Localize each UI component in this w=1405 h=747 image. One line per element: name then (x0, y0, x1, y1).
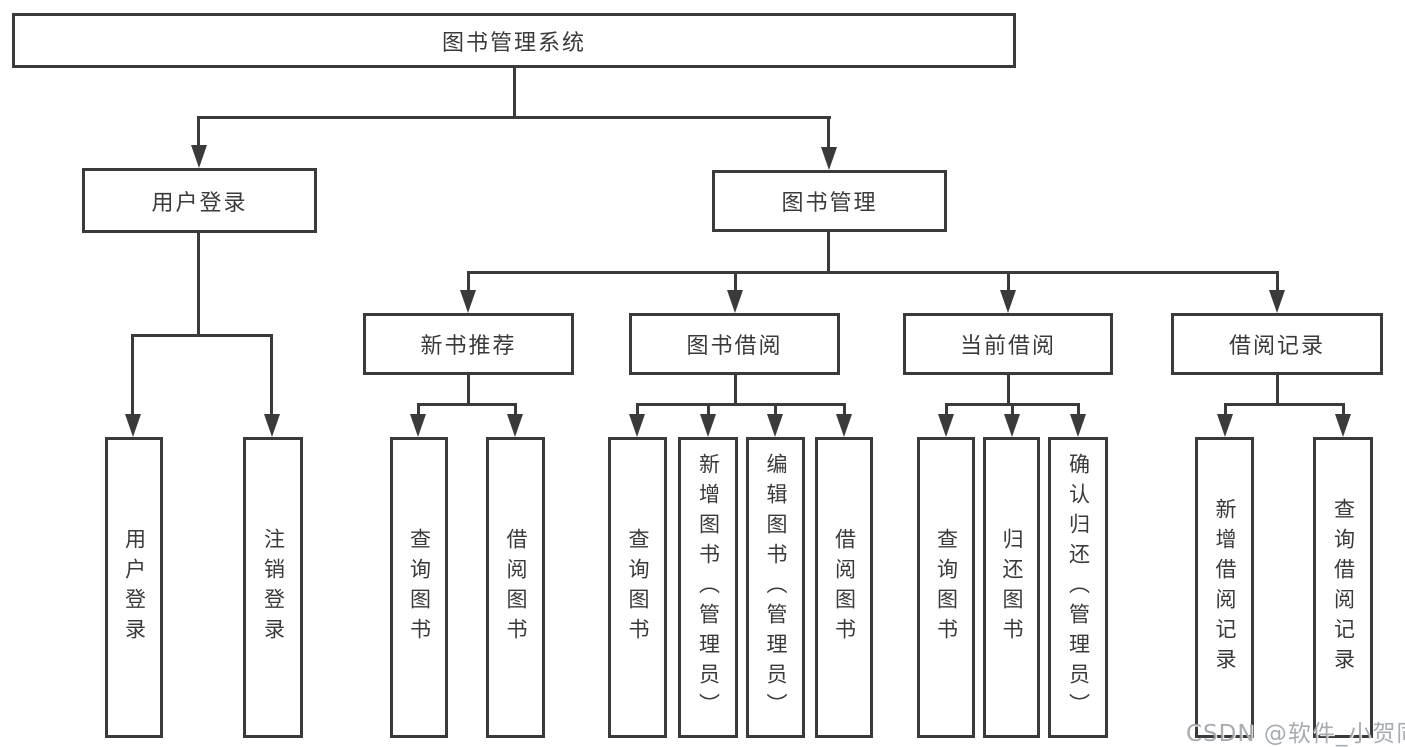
arrowhead-leaf-7 (767, 414, 783, 437)
node-query-books-recommend: 查询图书 (390, 437, 448, 738)
node-query-borrow-record: 查询借阅记录 (1313, 437, 1373, 738)
connector-drop-l3-4 (1276, 271, 1279, 290)
node-new-book-recommend-label: 新书推荐 (420, 334, 517, 359)
connector-drop-l3-2 (734, 271, 737, 290)
node-root-label: 图书管理系统 (441, 30, 586, 56)
node-current-borrow-label: 当前借阅 (959, 334, 1056, 359)
arrowhead-leaf-12 (1217, 414, 1233, 437)
connector-drop-leaf-12 (1224, 403, 1227, 414)
connector-l3-3-stem (1007, 375, 1010, 405)
arrowhead-user-login (191, 145, 207, 168)
connector-drop-leaf-5 (636, 403, 639, 414)
arrowhead-l3-3 (1000, 290, 1016, 313)
node-query-books-borrow: 查询图书 (608, 437, 667, 738)
node-user-login-group-label: 用户登录 (151, 190, 248, 216)
connector-drop-leaf-3 (417, 403, 420, 414)
node-edit-book-admin-label: 编辑图书（管理员） (764, 452, 788, 723)
connector-user-login-hbar (131, 334, 273, 337)
connector-drop-leaf-1 (131, 334, 134, 414)
node-book-borrow-label: 图书借阅 (686, 334, 783, 359)
connector-drop-leaf-2 (270, 334, 273, 414)
arrowhead-leaf-13 (1335, 414, 1351, 437)
node-query-books-borrow-label: 查询图书 (626, 527, 650, 648)
arrowhead-leaf-6 (700, 414, 716, 437)
node-add-borrow-record-label: 新增借阅记录 (1213, 497, 1237, 678)
node-user-login-action: 用户登录 (105, 437, 163, 738)
connector-l3-1-stem (467, 375, 470, 405)
node-borrow-records-label: 借阅记录 (1228, 334, 1325, 359)
connector-drop-leaf-4 (514, 403, 517, 414)
connector-user-login-stem (197, 233, 200, 337)
node-add-book-admin-label: 新增图书（管理员） (696, 452, 721, 723)
node-add-borrow-record: 新增借阅记录 (1195, 437, 1254, 738)
connector-drop-leaf-7 (774, 403, 777, 414)
node-return-book: 归还图书 (983, 437, 1040, 738)
node-query-books-current-label: 查询图书 (934, 527, 959, 648)
node-borrow-books-action-label: 借阅图书 (832, 527, 857, 648)
connector-drop-user-login (197, 116, 200, 145)
node-borrow-books-recommend-label: 借阅图书 (504, 527, 528, 648)
node-confirm-return-admin: 确认归还（管理员） (1048, 437, 1108, 738)
connector-book-mgmt-stem (827, 232, 830, 274)
arrowhead-book-mgmt (821, 147, 837, 170)
connector-book-mgmt-hbar (467, 271, 1279, 274)
connector-root-stem (513, 68, 516, 119)
node-query-books-current: 查询图书 (917, 437, 975, 738)
connector-drop-leaf-8 (843, 403, 846, 414)
arrowhead-leaf-5 (629, 414, 645, 437)
arrowhead-leaf-2 (264, 414, 280, 437)
connector-l3-2-hbar (636, 403, 846, 406)
connector-drop-leaf-9 (945, 403, 948, 414)
connector-drop-l3-3 (1007, 271, 1010, 290)
connector-drop-leaf-6 (707, 403, 710, 414)
node-borrow-books-recommend: 借阅图书 (486, 437, 545, 738)
node-book-management: 图书管理 (712, 170, 947, 232)
node-logout: 注销登录 (243, 437, 303, 738)
node-book-management-label: 图书管理 (781, 191, 878, 216)
arrowhead-l3-2 (727, 290, 743, 313)
node-borrow-records: 借阅记录 (1171, 313, 1383, 375)
node-user-login-action-label: 用户登录 (122, 527, 147, 648)
arrowhead-l3-4 (1269, 290, 1285, 313)
arrowhead-leaf-10 (1004, 414, 1020, 437)
arrowhead-leaf-3 (410, 414, 426, 437)
connector-l3-4-stem (1276, 375, 1279, 405)
connector-drop-leaf-13 (1342, 403, 1345, 414)
node-book-borrow: 图书借阅 (629, 313, 840, 375)
node-root: 图书管理系统 (12, 13, 1016, 68)
connector-l3-2-stem (734, 375, 737, 405)
connector-root-hbar (197, 116, 831, 119)
connector-drop-leaf-10 (1011, 403, 1014, 414)
arrowhead-leaf-1 (125, 414, 141, 437)
connector-drop-book-mgmt (827, 116, 830, 147)
node-borrow-books-action: 借阅图书 (815, 437, 873, 738)
arrowhead-leaf-11 (1070, 414, 1086, 437)
connector-drop-leaf-11 (1077, 403, 1080, 414)
connector-l3-1-hbar (417, 403, 517, 406)
node-user-login-group: 用户登录 (82, 168, 317, 233)
node-edit-book-admin: 编辑图书（管理员） (746, 437, 805, 738)
node-current-borrow: 当前借阅 (903, 313, 1113, 375)
node-new-book-recommend: 新书推荐 (363, 313, 574, 375)
node-return-book-label: 归还图书 (1000, 527, 1024, 648)
arrowhead-l3-1 (460, 290, 476, 313)
node-add-book-admin: 新增图书（管理员） (678, 437, 738, 738)
node-confirm-return-admin-label: 确认归还（管理员） (1066, 452, 1091, 723)
node-logout-label: 注销登录 (261, 527, 286, 648)
node-query-books-recommend-label: 查询图书 (407, 527, 432, 648)
arrowhead-leaf-8 (836, 414, 852, 437)
arrowhead-leaf-4 (507, 414, 523, 437)
arrowhead-leaf-9 (938, 414, 954, 437)
connector-l3-4-hbar (1224, 403, 1345, 406)
node-query-borrow-record-label: 查询借阅记录 (1331, 497, 1356, 678)
connector-drop-l3-1 (467, 271, 470, 290)
watermark: CSDN @软件_小贺同学 (1186, 721, 1405, 747)
